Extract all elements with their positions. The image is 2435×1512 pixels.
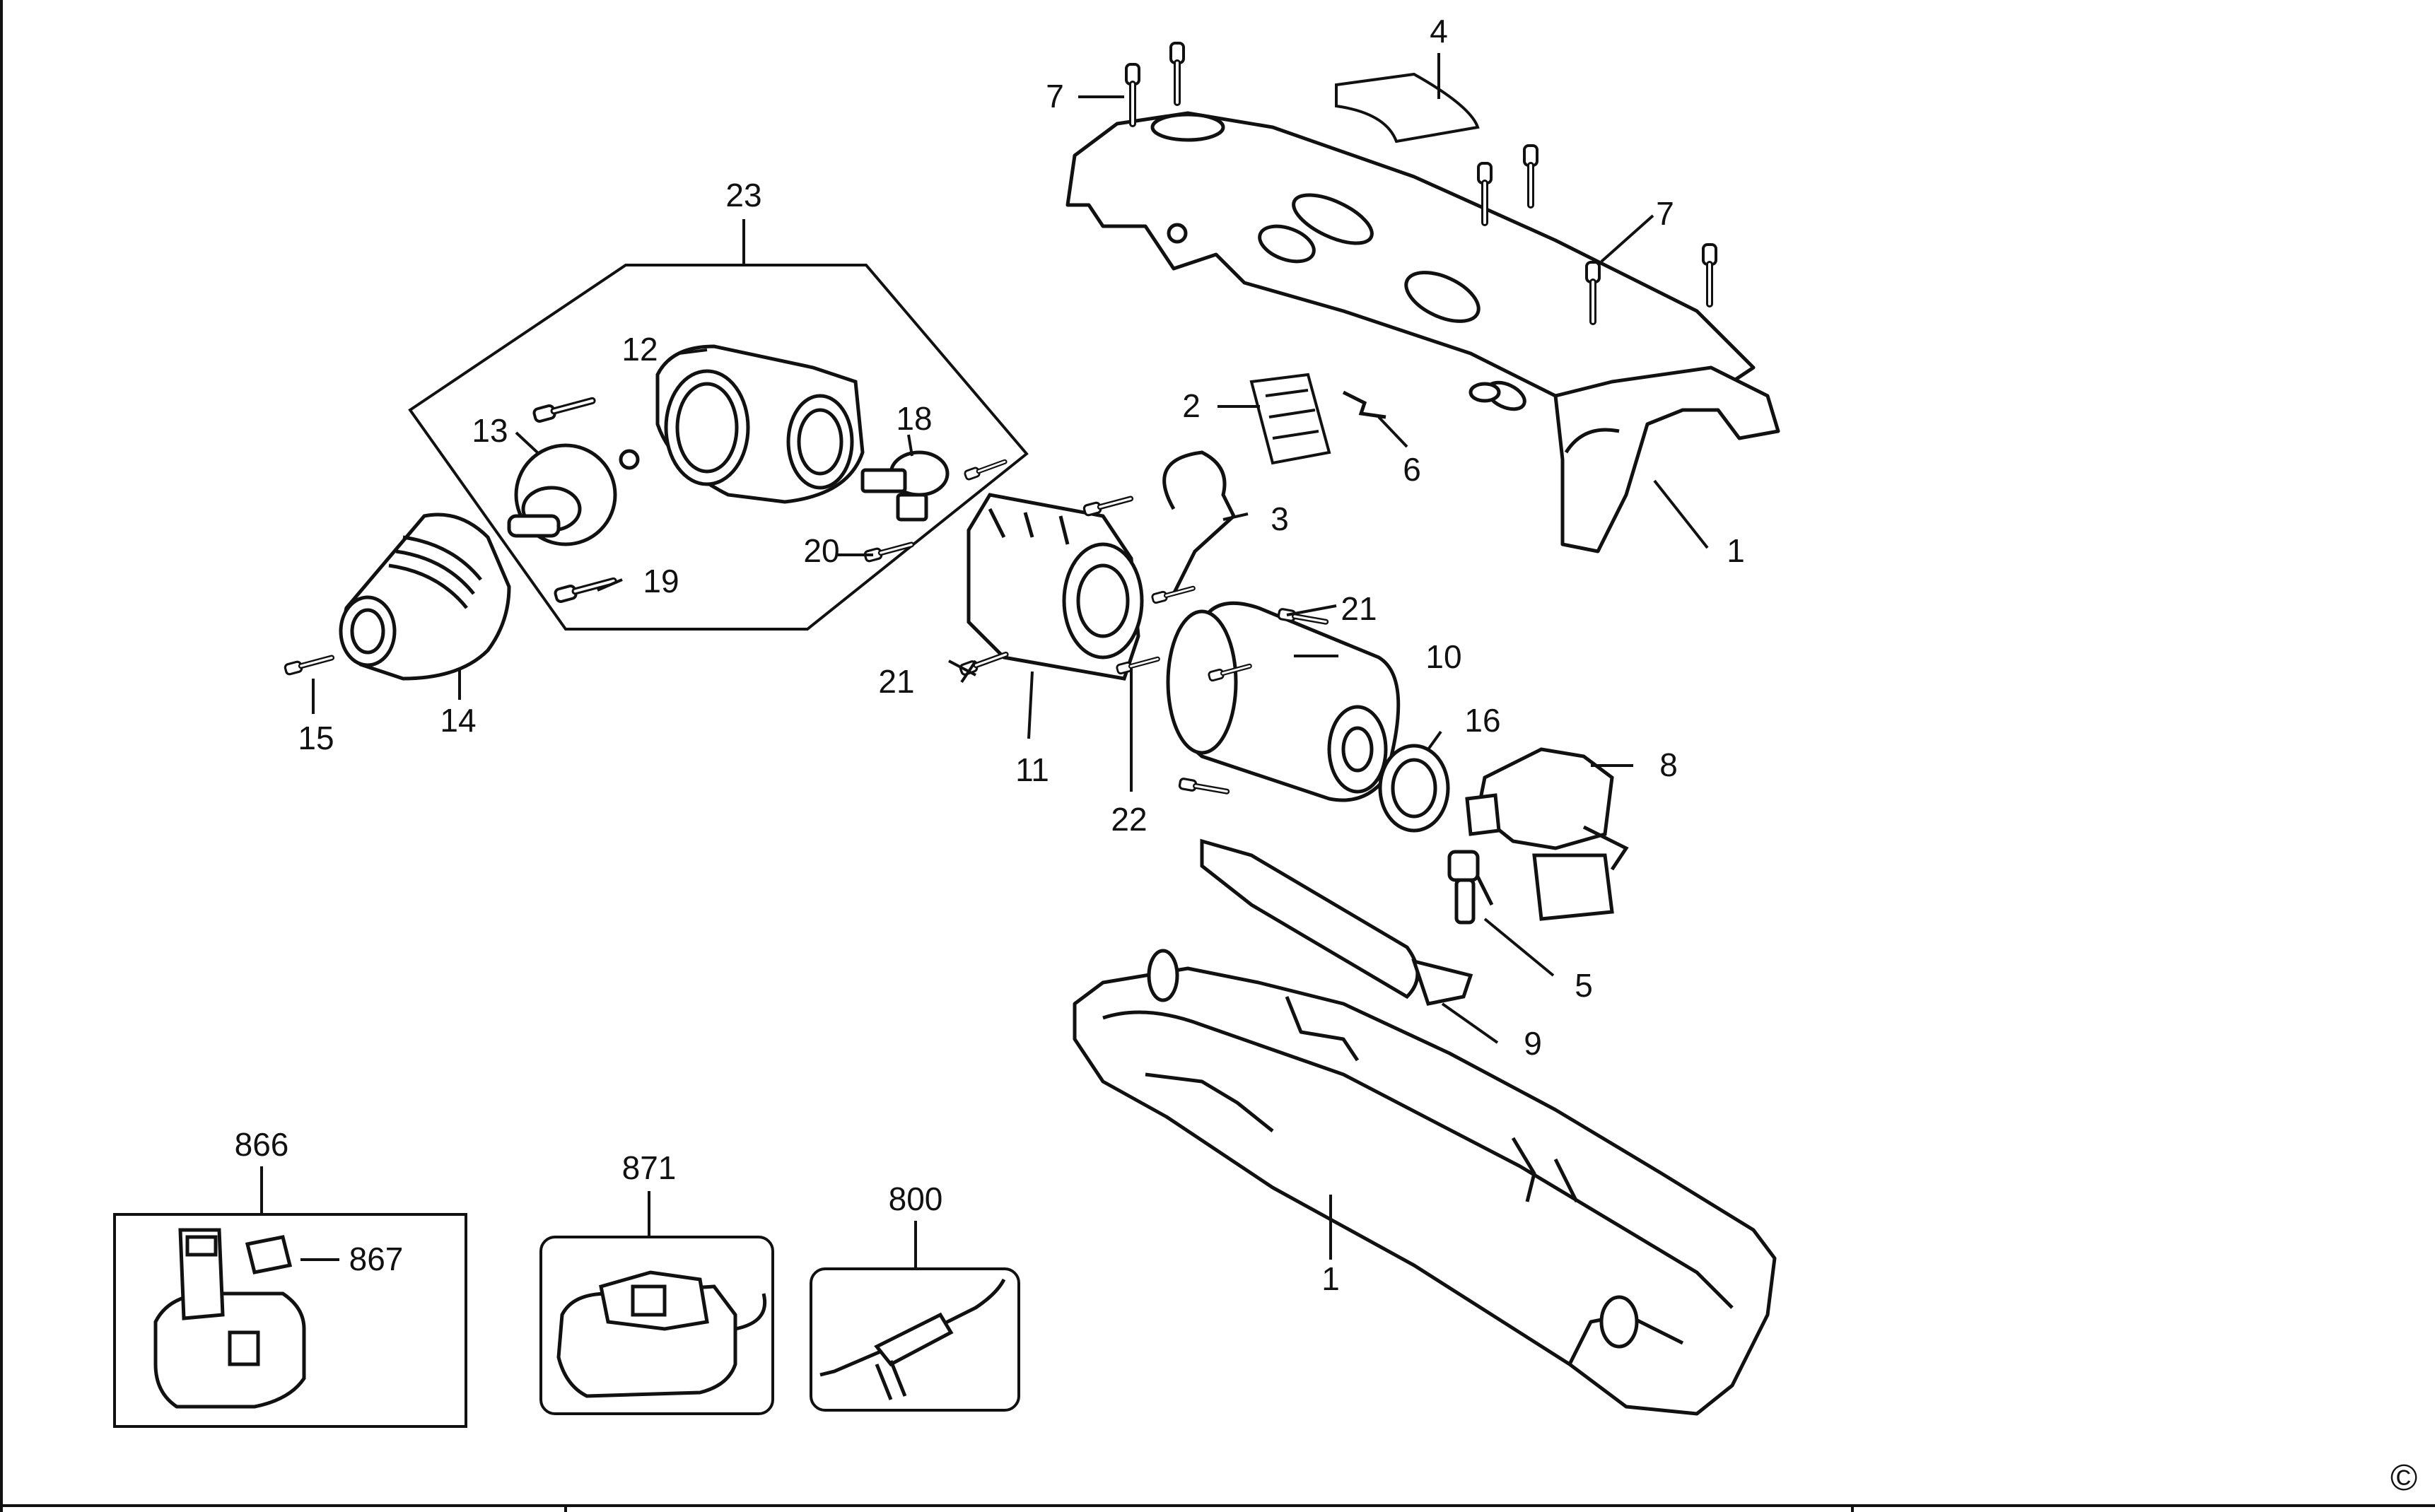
bearing-ring — [1378, 744, 1450, 833]
callout-7-right: 7 — [1656, 195, 1674, 232]
callout-20: 20 — [803, 532, 839, 569]
callout-23: 23 — [725, 177, 761, 213]
callout-800: 800 — [889, 1180, 943, 1217]
housing-top-half — [1065, 111, 1780, 553]
actuator — [1447, 850, 1494, 925]
motor-housing — [967, 493, 1144, 681]
leader-lines — [312, 53, 1709, 1260]
charger-box — [539, 1236, 774, 1415]
callout-18: 18 — [896, 400, 932, 437]
switch-bracket — [1249, 373, 1331, 465]
callout-11: 11 — [1015, 751, 1049, 788]
motor-screw-c — [1179, 778, 1228, 797]
callout-1-top: 1 — [1727, 532, 1745, 569]
charger — [556, 1270, 767, 1398]
callout-7-top: 7 — [1046, 78, 1064, 115]
label-plate — [1335, 72, 1480, 143]
callout-19: 19 — [643, 563, 679, 599]
callout-6: 6 — [1403, 451, 1421, 488]
chuck-screw — [284, 653, 333, 675]
gear-assembly — [507, 443, 640, 546]
callout-16: 16 — [1464, 702, 1500, 739]
callout-labels: 4 7 7 23 12 13 18 2 6 3 1 20 19 21 10 21… — [235, 13, 1745, 1297]
housing-screw-c — [1152, 584, 1194, 603]
callout-9: 9 — [1524, 1025, 1542, 1062]
copyright-mark: © — [2390, 1458, 2417, 1499]
callout-4: 4 — [1430, 13, 1448, 49]
chuck — [339, 512, 511, 681]
battery-cap — [245, 1235, 293, 1274]
switch-rod — [1200, 838, 1473, 1006]
battery-pack — [153, 1228, 306, 1409]
motor — [1166, 601, 1401, 802]
callout-1-bottom: 1 — [1321, 1260, 1340, 1297]
battery-box — [113, 1213, 467, 1428]
callout-867: 867 — [349, 1241, 404, 1277]
power-cord — [819, 1278, 1006, 1400]
group-outline — [408, 264, 1029, 631]
callout-866: 866 — [235, 1126, 289, 1163]
callout-13: 13 — [472, 412, 508, 449]
callout-21-left: 21 — [878, 663, 914, 700]
callout-2: 2 — [1182, 387, 1201, 424]
spring-clip — [1342, 390, 1386, 419]
callout-5: 5 — [1575, 967, 1593, 1004]
callout-10: 10 — [1425, 638, 1461, 675]
callout-15: 15 — [298, 720, 334, 756]
callout-8: 8 — [1659, 746, 1678, 783]
callout-12: 12 — [621, 331, 658, 368]
callout-14: 14 — [440, 702, 476, 739]
callout-3: 3 — [1271, 500, 1289, 537]
housing-bottom-half — [1073, 949, 1777, 1416]
callout-22: 22 — [1111, 801, 1147, 838]
callout-21-right: 21 — [1341, 590, 1377, 627]
callout-871: 871 — [622, 1149, 677, 1186]
housing-screw-a — [1083, 494, 1132, 516]
spindle — [860, 450, 950, 522]
switch — [1465, 747, 1629, 921]
gear-case — [655, 344, 865, 504]
wire-clip — [1162, 450, 1237, 595]
